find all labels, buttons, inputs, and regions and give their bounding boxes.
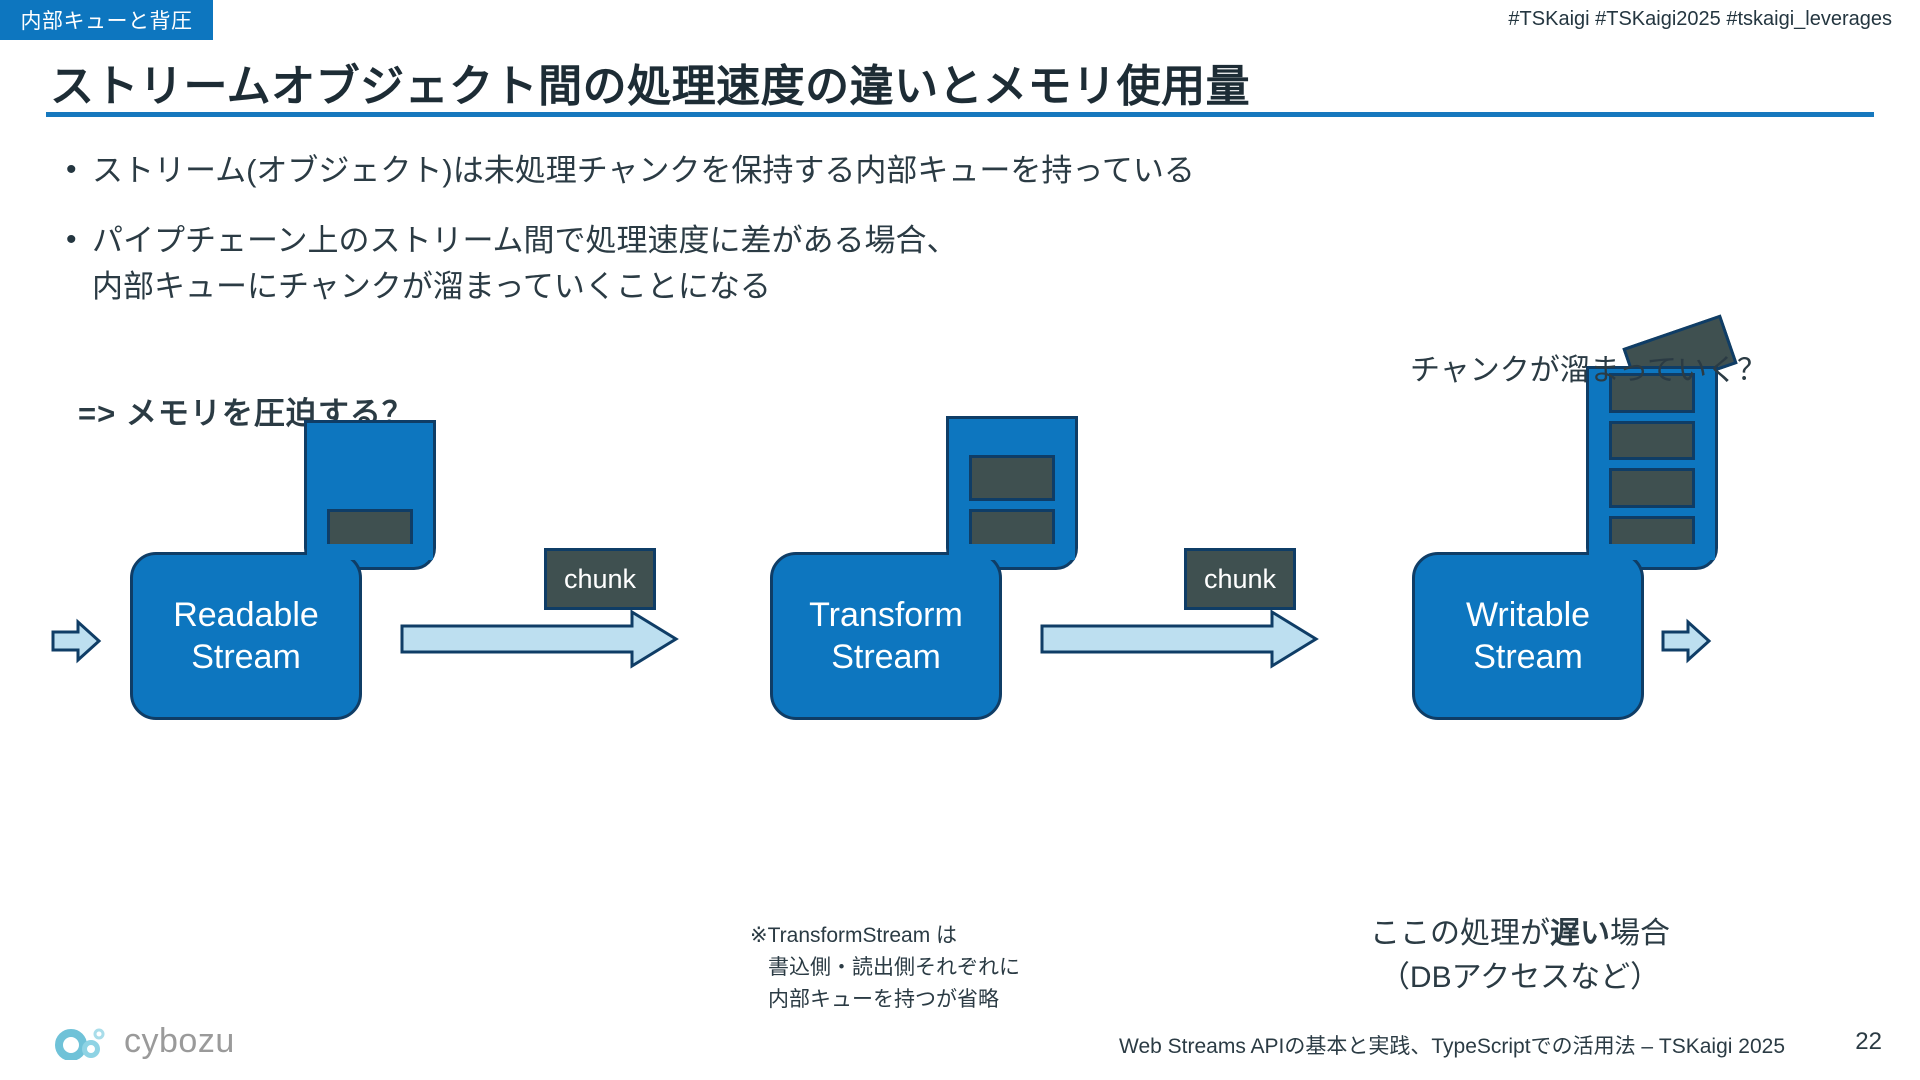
cybozu-wordmark: cybozu [124,1022,235,1060]
writable-stream-label-line-2: Stream [1473,638,1583,676]
bullet-marker-icon: • [66,153,77,186]
bullet-text: ストリーム(オブジェクト)は未処理チャンクを保持する内部キューを持っている [92,153,1195,188]
hashtags: #TSKaigi #TSKaigi2025 #tskaigi_leverages [1508,8,1892,30]
caption-slow-emphasis: 遅い [1550,917,1610,950]
caption-slow-prefix: ここの処理が [1370,917,1550,950]
writable-queue-seam [1589,544,1715,560]
bullet-text-block: パイプチェーン上のストリーム間で処理速度に差がある場合、 内部キューにチャンクが… [92,218,958,310]
writable-queue [1586,366,1718,570]
queue-chunk [1609,420,1695,460]
transform-stream-node: Transform Stream [770,552,1002,720]
readable-stream-label-line-1: Readable [173,596,319,634]
page-number: 22 [1855,1028,1882,1055]
page-title: ストリームオブジェクト間の処理速度の違いとメモリ使用量 [50,62,1251,111]
cybozu-mark-icon [55,1028,105,1060]
footer-talk-title: Web Streams APIの基本と実践、TypeScriptでの活用法 – … [1119,1035,1785,1058]
kicker-label: 内部キューと背圧 [20,10,193,33]
cybozu-logo: cybozu [55,1022,235,1061]
writable-stream-label-line-1: Writable [1465,596,1591,634]
title-underline-rule [46,112,1874,117]
queue-chunk [1609,373,1695,413]
transform-stream-label-line-2: Stream [831,638,941,676]
chunk-label-1-text: chunk [563,563,637,594]
caption-chunks-accumulating: チャンクが溜まっていく？ [1410,354,1767,387]
bullet-text-line-2: 内部キューにチャンクが溜まっていくことになる [92,269,771,304]
caption-slow-suffix: 場合 [1610,917,1670,950]
bullet-list: • ストリーム(オブジェクト)は未処理チャンクを保持する内部キューを持っている … [66,148,1366,334]
readable-queue-seam [307,544,433,560]
outbound-arrow-icon [1661,618,1712,664]
chunk-label-2-text: chunk [1203,563,1277,594]
inbound-arrow-icon [51,618,102,664]
transform-stream-label-line-1: Transform [809,596,963,634]
caption-transform-note-line-3: 内部キューを持つが省略 [768,988,999,1011]
list-item: • パイプチェーン上のストリーム間で処理速度に差がある場合、 内部キューにチャン… [66,218,1366,310]
bullet-text-line-1: パイプチェーン上のストリーム間で処理速度に差がある場合、 [92,223,958,258]
caption-transform-note: ※TransformStream は 書込側・読出側それぞれに 内部キューを持つ… [750,920,1020,1016]
transform-queue-seam [949,544,1075,560]
list-item: • ストリーム(オブジェクト)は未処理チャンクを保持する内部キューを持っている [66,148,1366,194]
caption-transform-note-line-2: 書込側・読出側それぞれに [768,956,1020,979]
caption-transform-note-line-1: ※TransformStream は [750,924,958,947]
stream-pipeline-diagram: Readable Stream chunk Transform Stream c… [0,314,1920,950]
queue-chunk [1609,468,1695,508]
caption-slow-line-1: ここの処理が遅い場合 [1330,912,1710,956]
flow-arrow-1-icon [400,609,679,669]
caption-slow-line-2: （DBアクセスなど） [1379,961,1661,994]
flow-arrow-2-icon [1040,609,1319,669]
caption-slow-processing: ここの処理が遅い場合 （DBアクセスなど） [1330,912,1710,1000]
queue-chunk [969,455,1055,501]
writable-stream-node: Writable Stream [1412,552,1644,720]
readable-stream-node: Readable Stream [130,552,362,720]
chunk-label-1: chunk [544,548,656,610]
readable-stream-label-line-2: Stream [191,638,301,676]
bullet-marker-icon: • [66,223,77,256]
chunk-label-2: chunk [1184,548,1296,610]
section-kicker-badge: 内部キューと背圧 [0,0,213,40]
